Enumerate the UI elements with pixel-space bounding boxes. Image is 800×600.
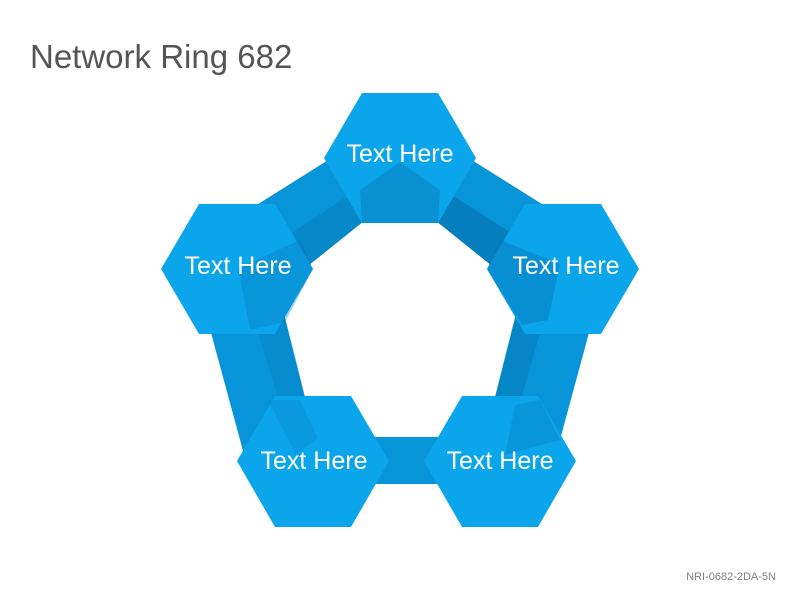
- ring-node-bottom-right-hex: [424, 396, 576, 527]
- ring-node-bottom-left-hex-shade: [268, 400, 318, 455]
- ring-node-right-hex-shade: [487, 240, 560, 325]
- ring-node-left-hex: [161, 204, 313, 334]
- ring-node-bottom-left-label: Text Here: [261, 447, 368, 475]
- ring-node-top: Text Here: [324, 93, 476, 223]
- ring-node-bottom-right: Text Here: [424, 396, 576, 527]
- ring-node-left: Text Here: [161, 204, 313, 334]
- ring-node-right: Text Here: [487, 204, 639, 334]
- ring-node-left-hex-shade: [238, 240, 313, 330]
- page-title: Network Ring 682: [30, 38, 293, 75]
- ring-node-top-hex-shade: [360, 162, 440, 223]
- footer-code: NRI-0682-2DA-5N: [686, 571, 776, 583]
- ring-node-top-hex: [324, 93, 476, 223]
- ring-node-top-label: Text Here: [347, 140, 454, 168]
- ring-node-bottom-left: Text Here: [237, 396, 389, 527]
- ring-node-bottom-left-hex: [237, 396, 389, 527]
- ring-node-right-label: Text Here: [513, 252, 620, 280]
- ring-node-left-label: Text Here: [185, 252, 292, 280]
- ring-node-bottom-right-hex-shade: [505, 400, 560, 455]
- ring-node-bottom-right-label: Text Here: [447, 447, 554, 475]
